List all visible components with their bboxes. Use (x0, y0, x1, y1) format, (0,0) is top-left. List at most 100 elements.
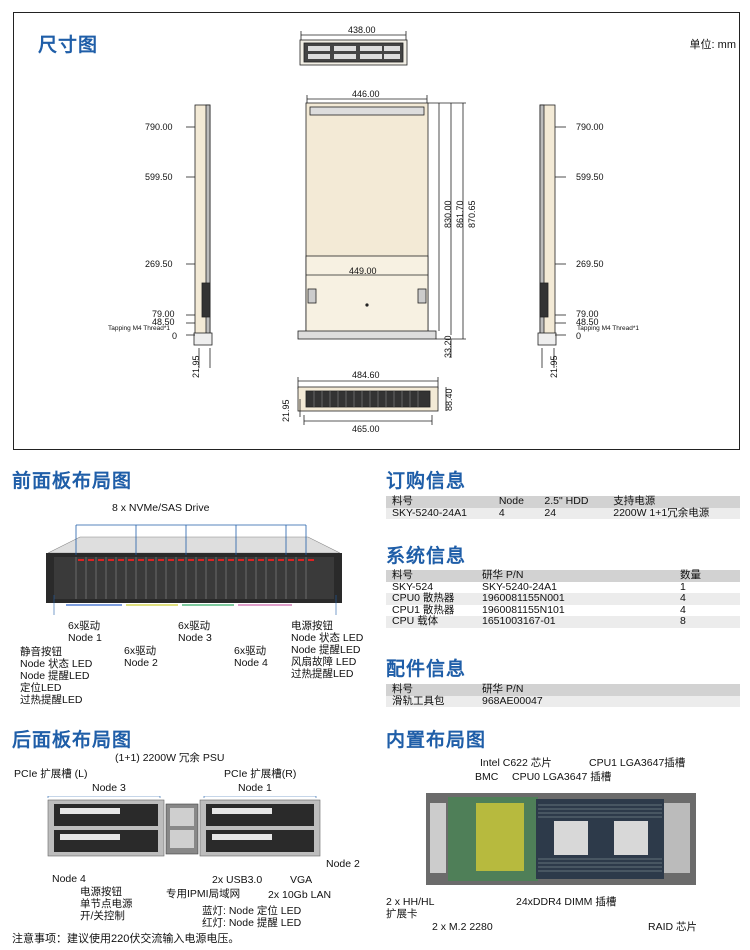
table-cell: 滑轨工具包 (386, 695, 476, 707)
label-raid: RAID 芯片 (648, 921, 698, 933)
dim-front-height: 88.40 (444, 388, 454, 411)
dim-left-599: 599.50 (145, 172, 173, 182)
dim-left-79: 79.00 (152, 309, 175, 319)
label-hhhl: 2 x HH/HL 扩展卡 (386, 896, 435, 920)
table-cell: 2200W 1+1冗余电源 (607, 507, 740, 519)
dimension-frame (13, 12, 740, 450)
dimension-drawings (186, 31, 566, 425)
table-cell: 1960081155N001 (476, 592, 674, 605)
table-cell: 4 (674, 592, 740, 605)
table-cell: 24 (538, 507, 608, 519)
label-rear-leds: 蓝灯: Node 定位 LED 红灯: Node 提醒 LED (202, 905, 302, 929)
system-header: 料号 (386, 569, 476, 582)
label-dimm: 24xDDR4 DIMM 插槽 (516, 896, 617, 908)
table-cell: 4 (492, 507, 539, 519)
table-cell: SKY-5240-24A1 (386, 507, 493, 519)
table-row: CPU1 散热器 1960081155N101 4 (386, 604, 740, 616)
dim-right-48: 48.50 (576, 317, 599, 327)
footer-note: 注意事项：建议使用220伏交流输入电源电压。 (12, 933, 240, 945)
label-node2-drives: 6x驱动 Node 2 (124, 645, 158, 669)
dim-depth-870: 870.65 (467, 200, 477, 228)
label-node4: Node 4 (52, 873, 86, 885)
system-header: 数量 (674, 569, 740, 582)
label-usb: 2x USB3.0 (212, 874, 263, 886)
system-header: 研华 P/N (476, 569, 674, 582)
label-node1-drives: 6x驱动 Node 1 (68, 620, 102, 644)
table-row: 滑轨工具包 968AE00047 (386, 695, 740, 707)
label-node2: Node 2 (326, 858, 360, 870)
internal-layout-image (426, 793, 696, 885)
table-cell: CPU 载体 (386, 615, 476, 628)
dim-left-21: 21.95 (191, 355, 201, 378)
table-row: SKY-5240-24A1 4 24 2200W 1+1冗余电源 (386, 507, 740, 519)
dim-front-side: 21.95 (281, 399, 291, 422)
dim-right-0: 0 (576, 331, 582, 341)
label-bmc: BMC (475, 771, 499, 783)
dim-left-790: 790.00 (145, 122, 173, 132)
label-cpu1: CPU1 LGA3647插槽 (589, 757, 686, 769)
section-title-accessory: 配件信息 (386, 659, 467, 680)
table-row: SKY-524 SKY-5240-24A1 1 (386, 581, 740, 593)
dim-front-width-top: 484.60 (352, 370, 380, 380)
section-title-front: 前面板布局图 (12, 471, 133, 492)
table-row: CPU 载体 1651003167-01 8 (386, 615, 740, 628)
label-node1: Node 1 (238, 782, 272, 794)
dim-top-width: 438.00 (348, 25, 376, 35)
accessory-header: 料号 (386, 683, 476, 696)
dim-right-599: 599.50 (576, 172, 604, 182)
drive-leds (78, 559, 314, 561)
ordering-header: 支持电源 (607, 495, 740, 508)
section-title-rear: 后面板布局图 (12, 730, 133, 751)
ordering-table: 料号 Node 2.5" HDD 支持电源 SKY-5240-24A1 4 24… (386, 495, 740, 519)
label-lan: 2x 10Gb LAN (268, 889, 332, 901)
label-psu: (1+1) 2200W 冗余 PSU (115, 752, 225, 764)
plan-view (297, 95, 466, 358)
right-side-view (537, 104, 566, 368)
label-vga: VGA (290, 874, 313, 886)
unit-label: 单位: mm (689, 39, 736, 51)
table-cell: SKY-524 (386, 581, 476, 593)
table-cell: CPU0 散热器 (386, 592, 476, 605)
dim-front-width-bottom: 465.00 (352, 424, 380, 434)
label-front-right-controls: 电源按钮 Node 状态 LED Node 提醒LED 风扇故障 LED 过热提… (291, 620, 364, 680)
ordering-header: Node (492, 495, 539, 508)
label-front-left-controls: 静音按钮 Node 状态 LED Node 提醒LED 定位LED 过热提醒LE… (20, 646, 93, 706)
dim-left-269: 269.50 (145, 259, 173, 269)
system-table: 料号 研华 P/N 数量 SKY-524 SKY-5240-24A1 1 CPU… (386, 569, 740, 628)
system-header-row: 料号 研华 P/N 数量 (386, 569, 740, 582)
table-cell: 968AE00047 (476, 695, 740, 707)
table-cell: CPU1 散热器 (386, 604, 476, 616)
section-title-system: 系统信息 (386, 546, 467, 567)
ordering-header-row: 料号 Node 2.5" HDD 支持电源 (386, 495, 740, 508)
label-node3: Node 3 (92, 782, 126, 794)
tapping-note-right: Tapping M4 Thread*1 (577, 325, 640, 332)
label-pcie-right: PCIe 扩展槽(R) (224, 768, 297, 780)
table-row: CPU0 散热器 1960081155N001 4 (386, 592, 740, 605)
label-chipset: Intel C622 芯片 (480, 757, 552, 769)
left-side-view (186, 104, 213, 368)
label-ipmi: 专用IPMI局域网 (166, 888, 241, 900)
top-view (299, 31, 408, 66)
ordering-header: 2.5" HDD (538, 495, 608, 508)
dim-left-0: 0 (172, 331, 178, 341)
dim-depth-830: 830.00 (443, 200, 453, 228)
label-power-control: 电源按钮 单节点电源 开/关控制 (80, 886, 133, 922)
label-drives: 8 x NVMe/SAS Drive (112, 502, 210, 514)
front-view (297, 377, 447, 425)
tapping-note-left: Tapping M4 Thread*1 (108, 325, 171, 332)
dim-right-790: 790.00 (576, 122, 604, 132)
table-cell: SKY-5240-24A1 (476, 581, 674, 593)
accessory-header-row: 料号 研华 P/N (386, 683, 740, 696)
table-cell: 8 (674, 615, 740, 628)
label-node4-drives: 6x驱动 Node 4 (234, 645, 268, 669)
section-title-dimensions: 尺寸图 (38, 35, 99, 56)
dim-inner-width: 449.00 (349, 266, 377, 276)
table-cell: 4 (674, 604, 740, 616)
label-node3-drives: 6x驱动 Node 3 (178, 620, 212, 644)
dim-right-21: 21.95 (549, 355, 559, 378)
accessory-table: 料号 研华 P/N 滑轨工具包 968AE00047 (386, 683, 740, 707)
ordering-header: 料号 (386, 495, 493, 508)
dim-depth-861: 861.70 (455, 200, 465, 228)
table-cell: 1651003167-01 (476, 615, 674, 628)
label-pcie-left: PCIe 扩展槽 (L) (14, 768, 88, 780)
